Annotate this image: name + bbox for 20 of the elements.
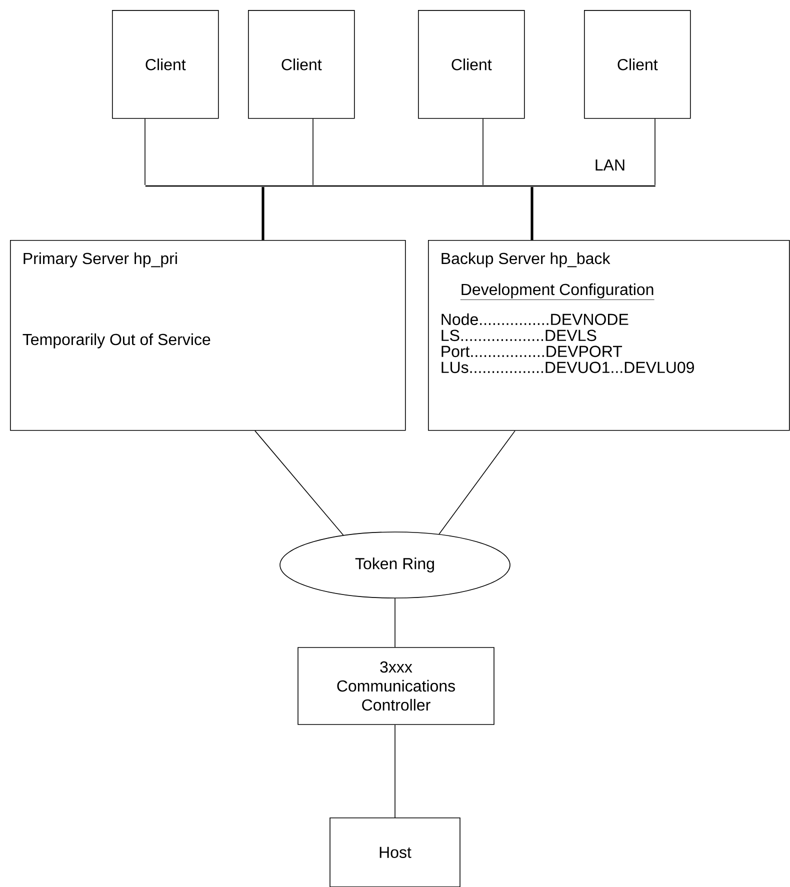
server-box: Backup Server hp_back Development Configuration Node................DEVNODE LS...................DEVLS Port.................DEVPORT LUs.................DEVUO1...DEVLU09 bbox=[428, 240, 790, 431]
connector-line bbox=[144, 118, 146, 186]
connector-line bbox=[654, 118, 656, 186]
connector-line bbox=[438, 430, 516, 535]
client-box: Client bbox=[418, 10, 525, 119]
client-box: Client bbox=[584, 10, 691, 119]
bus-line bbox=[145, 185, 656, 187]
network-label: LAN bbox=[596, 160, 624, 171]
connector-line bbox=[254, 430, 344, 536]
connector-line bbox=[262, 187, 264, 240]
connector-line bbox=[312, 118, 314, 186]
controller-box: 3xxx Communications Controller bbox=[298, 647, 494, 725]
client-box: Client bbox=[248, 10, 355, 119]
host-box: Host bbox=[330, 818, 460, 887]
connector-line bbox=[530, 187, 534, 240]
client-box: Client bbox=[112, 10, 219, 119]
connector-line bbox=[394, 598, 396, 648]
connector-line bbox=[394, 724, 396, 818]
connector-line bbox=[482, 118, 484, 186]
server-box: Primary Server hp_pri Temporarily Out of Service bbox=[10, 240, 406, 431]
